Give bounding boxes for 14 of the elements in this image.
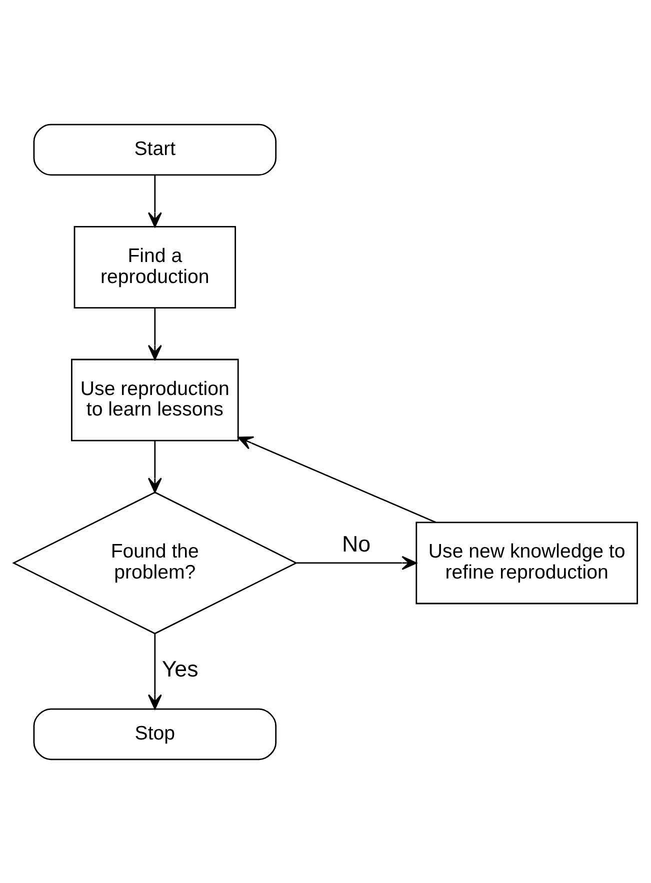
node-box: Use reproduction to learn lessons [71, 358, 239, 441]
node-diamond: Found the problem? [12, 491, 298, 634]
arrow [148, 174, 162, 227]
arrow [148, 308, 162, 360]
node-box: Start [33, 123, 277, 176]
arrow [238, 436, 436, 523]
node-box: Use new knowledge to refine reproduction [416, 521, 638, 604]
arrow [148, 440, 162, 492]
node-box: Stop [33, 708, 277, 760]
arrow [296, 555, 417, 570]
edge-label: No [342, 530, 371, 556]
node-box: Find a reproduction [74, 225, 236, 308]
edge-label: Yes [162, 656, 198, 682]
arrow [148, 633, 162, 709]
